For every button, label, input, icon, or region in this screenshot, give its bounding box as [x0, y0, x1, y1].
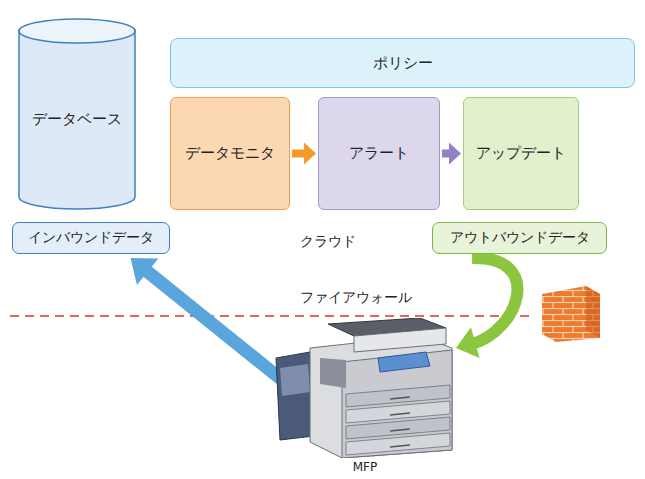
firewall-label: ファイアウォール	[300, 289, 412, 307]
node-label: アウトバウンドデータ	[450, 229, 590, 247]
node-label: MFP	[270, 460, 460, 474]
node-label: アップデート	[476, 144, 566, 163]
cloud-region: クラウド データベース ポリシーデータモニタ アラート アップデートインバウンドデータ ア…	[0, 0, 645, 272]
node-label: データベース	[32, 110, 122, 129]
flow-arrow	[442, 143, 461, 165]
process-box: アラート	[318, 97, 440, 210]
database-cylinder: データベース	[18, 18, 136, 210]
mfp-device: MFP	[270, 318, 460, 476]
node-label: クラウド	[300, 233, 356, 251]
node-label: データモニタ	[185, 144, 275, 163]
flow-arrow	[292, 143, 316, 165]
mfp-illustration	[270, 318, 460, 458]
flow-arrow	[131, 258, 283, 380]
node-label: アラート	[349, 144, 409, 163]
data-tag: インバウンドデータ	[12, 222, 170, 254]
data-tag: アウトバウンドデータ	[432, 222, 607, 254]
process-box: アップデート	[463, 97, 579, 210]
node-label: インバウンドデータ	[28, 229, 154, 247]
process-box: データモニタ	[170, 97, 290, 210]
flow-arrow	[456, 258, 517, 358]
node-label: ポリシー	[373, 54, 433, 73]
brick-wall	[538, 284, 604, 344]
policy-band: ポリシー	[170, 38, 635, 88]
